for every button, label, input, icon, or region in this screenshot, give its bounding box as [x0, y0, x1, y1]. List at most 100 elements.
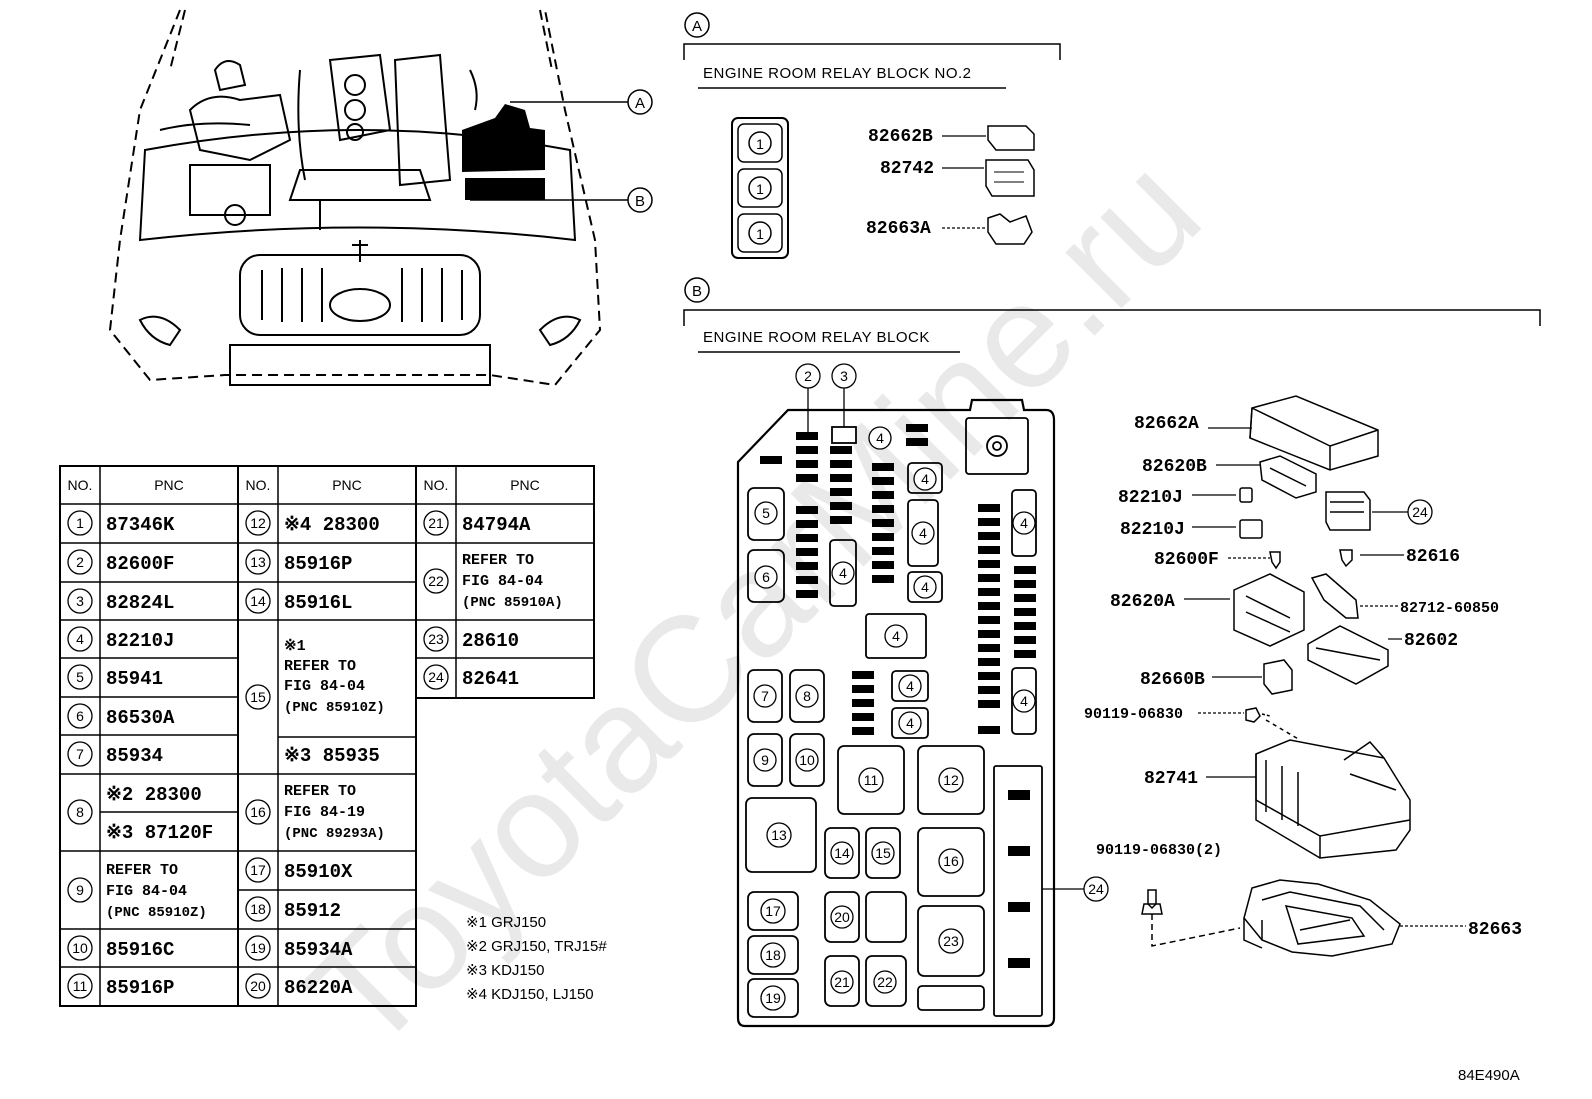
svg-text:(PNC 85910Z): (PNC 85910Z) [106, 905, 207, 921]
part-90119-06830-2: 90119-06830(2) [1096, 842, 1222, 859]
part-82742: 82742 [880, 159, 934, 179]
footnotes: ※1 GRJ150 ※2 GRJ150, TRJ15# ※3 KDJ150 ※4… [466, 914, 607, 1003]
part-82741: 82741 [1144, 769, 1198, 789]
svg-text:20: 20 [250, 978, 266, 994]
slot-label: 1 [756, 181, 764, 197]
header-no: NO. [246, 477, 271, 493]
svg-text:85916P: 85916P [284, 553, 352, 575]
callout-b: B [627, 187, 653, 213]
part-82602: 82602 [1404, 631, 1458, 651]
svg-text:6: 6 [762, 569, 770, 585]
header-pnc: PNC [154, 477, 184, 493]
slot-label: 1 [756, 136, 764, 152]
svg-text:※4 28300: ※4 28300 [284, 514, 380, 536]
svg-text:19: 19 [250, 940, 266, 956]
svg-text:85916C: 85916C [106, 939, 174, 961]
section-b-part-labels: 82662A 82620B 82210J 82210J 82600F 82620… [1084, 414, 1522, 940]
svg-text:12: 12 [943, 772, 959, 788]
svg-text:15: 15 [250, 689, 266, 705]
svg-text:18: 18 [250, 901, 266, 917]
svg-text:12: 12 [250, 515, 266, 531]
svg-text:84794A: 84794A [462, 514, 531, 536]
svg-text:3: 3 [76, 593, 84, 609]
svg-text:82824L: 82824L [106, 592, 174, 614]
slot-label: 3 [840, 368, 848, 384]
svg-text:21: 21 [428, 515, 444, 531]
svg-text:※4 KDJ150, LJ150: ※4 KDJ150, LJ150 [466, 986, 594, 1003]
part-82660b: 82660B [1140, 670, 1205, 690]
svg-text:FIG 84-04: FIG 84-04 [106, 883, 187, 900]
part-90119-06830: 90119-06830 [1084, 706, 1183, 723]
svg-text:6: 6 [76, 708, 84, 724]
svg-text:7: 7 [76, 746, 84, 762]
svg-text:28610: 28610 [462, 630, 519, 652]
svg-text:(PNC 89293A): (PNC 89293A) [284, 826, 385, 842]
svg-text:※3 85935: ※3 85935 [284, 745, 380, 767]
svg-text:85934: 85934 [106, 745, 163, 767]
svg-text:4: 4 [921, 471, 929, 487]
callout-a: A [627, 89, 653, 115]
section-b-header: B ENGINE ROOM RELAY BLOCK [683, 277, 1541, 353]
svg-text:22: 22 [428, 573, 444, 589]
svg-text:REFER TO: REFER TO [462, 552, 534, 569]
figure-code: 84E490A [1458, 1067, 1520, 1084]
svg-text:FIG 84-19: FIG 84-19 [284, 804, 365, 821]
svg-text:4: 4 [892, 628, 900, 644]
pnc-table: NO. PNC NO. PNC NO. PNC 12 34 56 78 910 … [59, 465, 595, 1007]
engine-bay-illustration [108, 9, 602, 387]
svg-text:9: 9 [761, 752, 769, 768]
header-no: NO. [68, 477, 93, 493]
header-no: NO. [424, 477, 449, 493]
svg-text:1: 1 [76, 515, 84, 531]
relay-block-location [462, 104, 545, 200]
svg-text:4: 4 [1020, 693, 1028, 709]
part-82663a: 82663A [866, 219, 931, 239]
svg-text:13: 13 [250, 554, 266, 570]
svg-text:A: A [692, 18, 702, 35]
svg-text:A: A [635, 95, 645, 112]
table-headers: NO. PNC NO. PNC NO. PNC [68, 477, 540, 493]
svg-text:2: 2 [76, 554, 84, 570]
part-82663: 82663 [1468, 920, 1522, 940]
svg-text:11: 11 [73, 978, 88, 994]
svg-text:4: 4 [876, 430, 884, 446]
svg-text:B: B [635, 193, 645, 210]
svg-text:86220A: 86220A [284, 977, 353, 999]
reference-notes: REFER TO FIG 84-04 (PNC 85910Z) ※1 REFER… [106, 552, 563, 921]
svg-text:※1 GRJ150: ※1 GRJ150 [466, 914, 546, 931]
relay-block-no2-box: 1 1 1 [731, 117, 789, 259]
svg-text:21: 21 [834, 974, 850, 990]
svg-text:10: 10 [799, 752, 815, 768]
svg-text:15: 15 [875, 845, 891, 861]
relay-block-layout [736, 388, 1056, 1028]
svg-text:82641: 82641 [462, 668, 519, 690]
svg-text:(PNC 85910Z): (PNC 85910Z) [284, 700, 385, 716]
svg-text:FIG 84-04: FIG 84-04 [284, 678, 365, 695]
svg-text:85916L: 85916L [284, 592, 352, 614]
svg-text:10: 10 [72, 940, 88, 956]
svg-text:85934A: 85934A [284, 939, 353, 961]
part-82210j: 82210J [1118, 488, 1183, 508]
svg-text:5: 5 [762, 505, 770, 521]
svg-text:85910X: 85910X [284, 861, 353, 883]
part-82600f: 82600F [1154, 550, 1219, 570]
fuse-slots [760, 424, 1036, 968]
svg-text:8: 8 [76, 804, 84, 820]
svg-text:20: 20 [834, 909, 850, 925]
callout-24-box: 24 [1042, 876, 1109, 902]
svg-text:※2 GRJ150, TRJ15#: ※2 GRJ150, TRJ15# [466, 938, 607, 955]
part-82210j: 82210J [1120, 520, 1185, 540]
svg-text:7: 7 [761, 688, 769, 704]
part-82662a: 82662A [1134, 414, 1199, 434]
part-82620a: 82620A [1110, 592, 1175, 612]
svg-text:16: 16 [250, 804, 266, 820]
slot-label: 1 [756, 226, 764, 242]
svg-text:※2 28300: ※2 28300 [106, 784, 202, 806]
svg-text:82600F: 82600F [106, 553, 174, 575]
svg-text:17: 17 [765, 903, 781, 919]
svg-text:9: 9 [76, 882, 84, 898]
part-82712-60850: 82712-60850 [1400, 600, 1499, 617]
svg-text:4: 4 [906, 678, 914, 694]
